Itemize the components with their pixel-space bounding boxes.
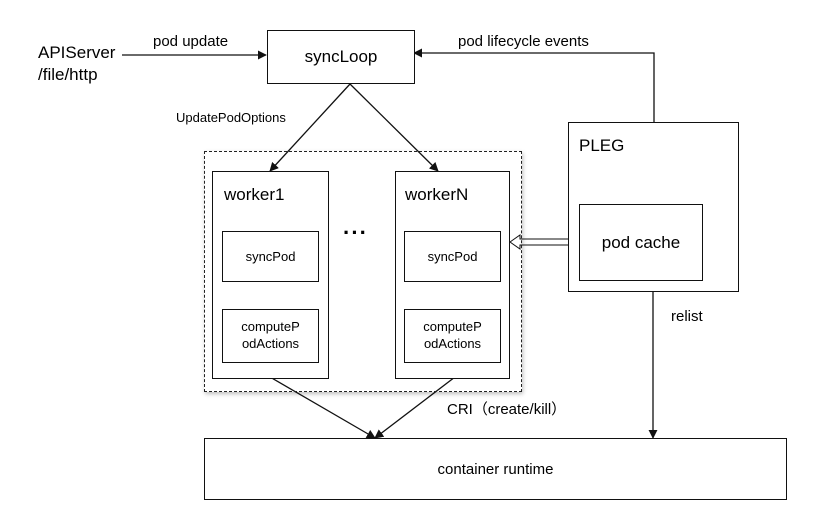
sync-loop-label: syncLoop bbox=[304, 47, 378, 66]
workerN-sync-pod-box: syncPod bbox=[404, 231, 501, 282]
update-pod-options-label: UpdatePodOptions bbox=[176, 110, 286, 125]
sync-loop-box: syncLoop bbox=[267, 30, 415, 84]
arrow-to-worker1 bbox=[269, 83, 351, 172]
worker1-compute-line1: computeP bbox=[241, 319, 300, 335]
worker-pool-group bbox=[204, 151, 522, 392]
arrow-worker1-to-runtime bbox=[269, 376, 376, 439]
arrow-pod-lifecycle-events bbox=[413, 48, 655, 122]
workerN-sync-pod-label: syncPod bbox=[427, 249, 478, 264]
pod-cache-label: pod cache bbox=[601, 232, 681, 252]
arrow-workerN-to-runtime bbox=[374, 376, 456, 439]
workers-ellipsis: ··· bbox=[343, 220, 368, 245]
cri-label: CRI（create/kill） bbox=[447, 401, 567, 418]
apiserver-label: APIServer bbox=[38, 43, 116, 62]
file-http-label: /file/http bbox=[38, 65, 98, 84]
workerN-title: workerN bbox=[405, 185, 469, 204]
workerN-compute-pod-actions-box: computeP odActions bbox=[404, 309, 501, 363]
worker1-sync-pod-label: syncPod bbox=[245, 249, 296, 264]
arrow-to-workerN bbox=[349, 83, 439, 172]
worker1-title: worker1 bbox=[224, 185, 285, 204]
container-runtime-label: container runtime bbox=[437, 460, 554, 478]
pod-update-label: pod update bbox=[153, 33, 229, 50]
container-runtime-box: container runtime bbox=[204, 438, 787, 500]
pod-lifecycle-events-label: pod lifecycle events bbox=[458, 33, 589, 50]
pod-cache-box: pod cache bbox=[579, 204, 703, 281]
pleg-box: PLEG pod cache bbox=[568, 122, 739, 292]
relist-label: relist bbox=[671, 308, 703, 325]
worker1-box: worker1 syncPod computeP odActions bbox=[212, 171, 329, 379]
pleg-title: PLEG bbox=[579, 136, 625, 155]
worker1-compute-pod-actions-box: computeP odActions bbox=[222, 309, 319, 363]
workerN-box: workerN syncPod computeP odActions bbox=[395, 171, 510, 379]
workerN-compute-line2: odActions bbox=[423, 336, 482, 351]
worker1-sync-pod-box: syncPod bbox=[222, 231, 319, 282]
workerN-compute-line1: computeP bbox=[423, 319, 482, 335]
worker1-compute-line2: odActions bbox=[241, 336, 300, 351]
